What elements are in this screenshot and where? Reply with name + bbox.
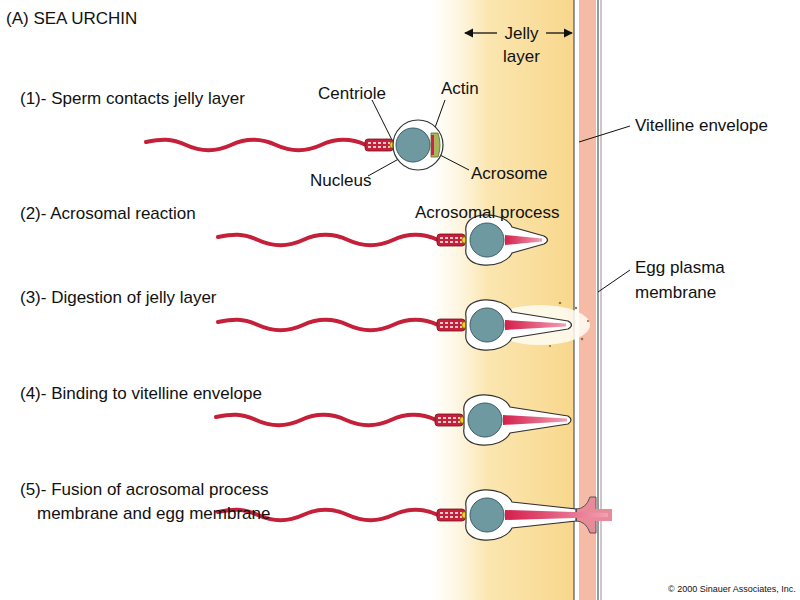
copyright-note: © 2000 Sinauer Associates, Inc. xyxy=(668,583,796,595)
part-label: Vitelline envelope xyxy=(635,115,768,136)
part-label: Nucleus xyxy=(310,170,371,191)
step-label: (3)- Digestion of jelly layer xyxy=(20,287,217,308)
part-label: Acrosome xyxy=(471,163,548,184)
panel-title: (A) SEA URCHIN xyxy=(6,8,137,29)
step-label: (1)- Sperm contacts jelly layer xyxy=(20,88,245,109)
part-label: Egg plasma membrane xyxy=(635,255,735,305)
leader-line xyxy=(372,100,392,140)
step-label: (5)- Fusion of acrosomal process membran… xyxy=(20,478,327,526)
part-label: Actin xyxy=(441,78,479,99)
sperm xyxy=(216,395,571,445)
part-label: Centriole xyxy=(318,83,386,104)
step-label: (4)- Binding to vitelline envelope xyxy=(20,383,262,404)
dimension-arrow xyxy=(465,32,497,33)
sperm xyxy=(218,215,548,265)
sperm xyxy=(146,120,443,170)
leader-line xyxy=(598,270,630,292)
sperm xyxy=(218,490,612,540)
sperm xyxy=(218,300,590,350)
step-label: (2)- Acrosomal reaction xyxy=(20,203,196,224)
dimension-arrow xyxy=(546,32,572,33)
region-label: Jelly layer xyxy=(497,22,546,68)
leader-line xyxy=(440,155,469,170)
part-label: Acrosomal process xyxy=(415,202,560,223)
leader-line xyxy=(579,126,630,142)
